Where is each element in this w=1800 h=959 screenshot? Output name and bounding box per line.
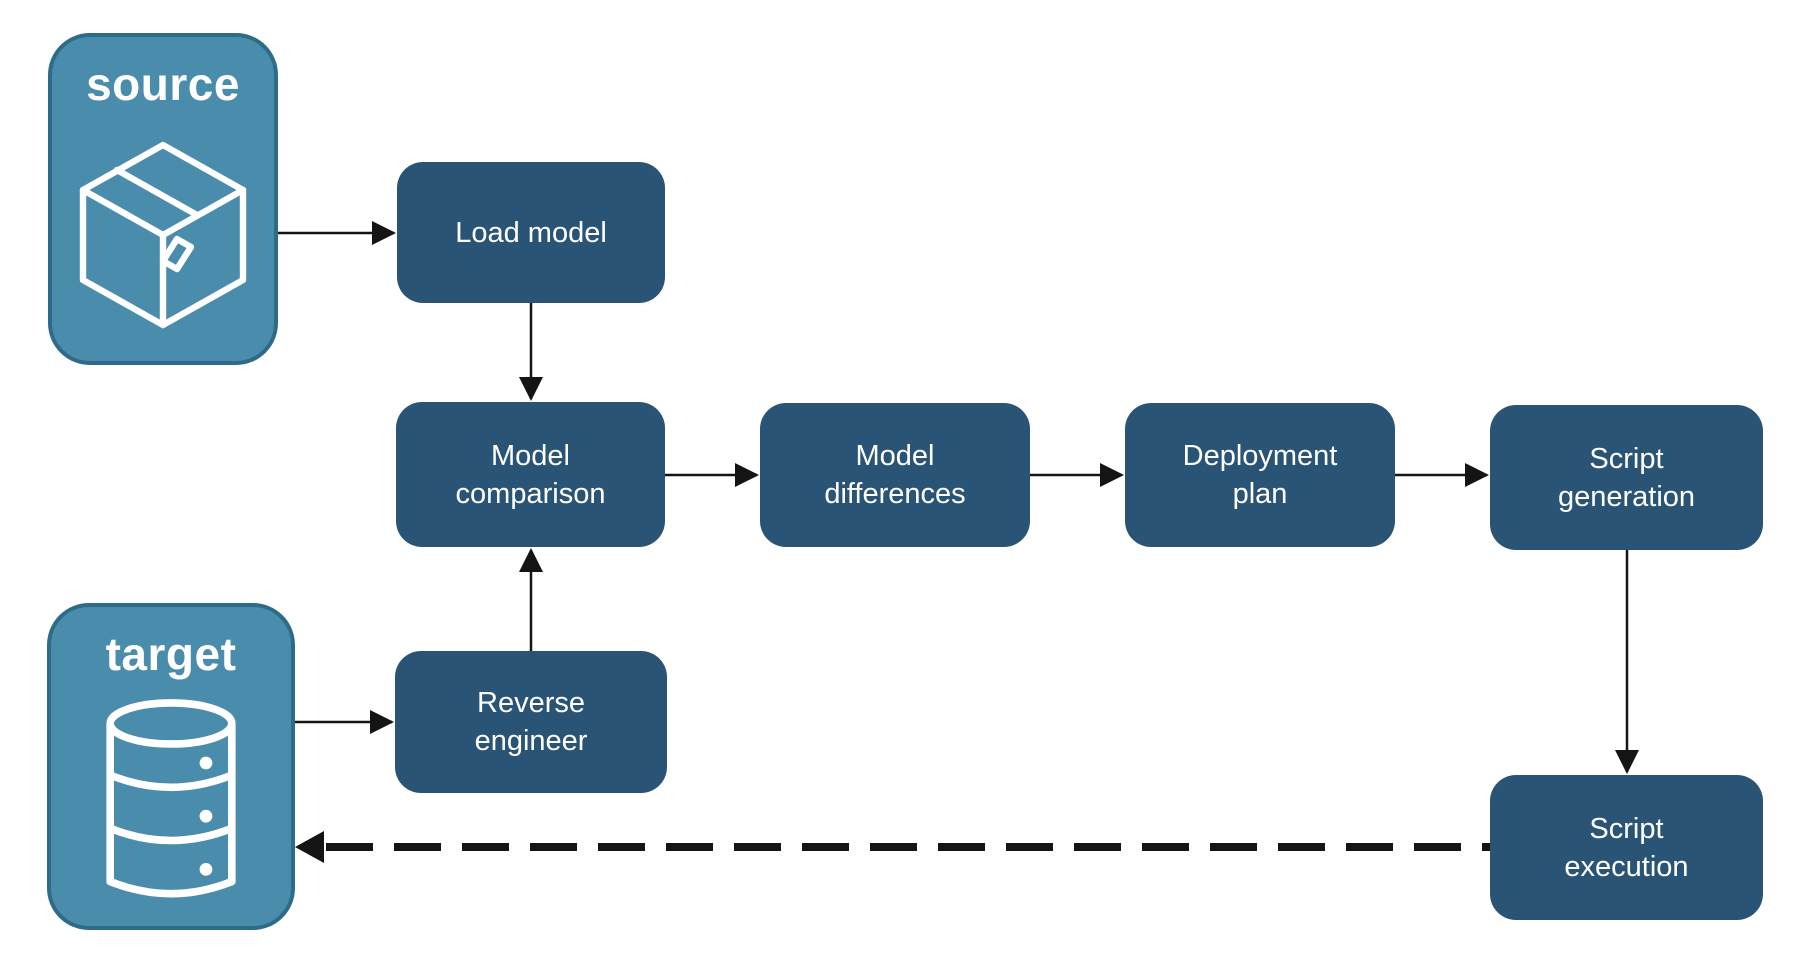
process-label-line: Script [1589, 442, 1664, 475]
process-label-line: generation [1557, 480, 1696, 513]
target-label: target [105, 628, 237, 680]
process-load-model: Load model [397, 162, 665, 303]
process-label-line: execution [1564, 850, 1689, 883]
process-script-generation: Script generation [1490, 405, 1763, 550]
source-entity: source [48, 33, 278, 365]
process-reverse-engineer: Reverse engineer [395, 651, 667, 793]
source-label: source [86, 58, 240, 110]
process-label-line: Load model [455, 216, 607, 249]
process-label-line: plan [1232, 478, 1288, 510]
target-entity: target [47, 603, 295, 930]
process-model-differences: Model differences [760, 403, 1030, 547]
process-label-line: Model [855, 440, 935, 472]
process-model-comparison: Model comparison [396, 402, 665, 547]
process-label-line: differences [824, 478, 966, 510]
process-deployment-plan: Deployment plan [1125, 403, 1395, 547]
database-icon [51, 680, 291, 926]
process-label-line: Reverse [477, 687, 585, 719]
process-label-line: comparison [455, 477, 606, 510]
process-label-line: Deployment [1182, 440, 1338, 472]
process-label-line: Model [491, 439, 570, 472]
process-label-line: engineer [474, 725, 588, 757]
package-icon [52, 110, 274, 361]
process-label-line: Script [1589, 812, 1664, 845]
process-script-execution: Script execution [1490, 775, 1763, 920]
edge-script-execution-to-target [295, 831, 1490, 863]
